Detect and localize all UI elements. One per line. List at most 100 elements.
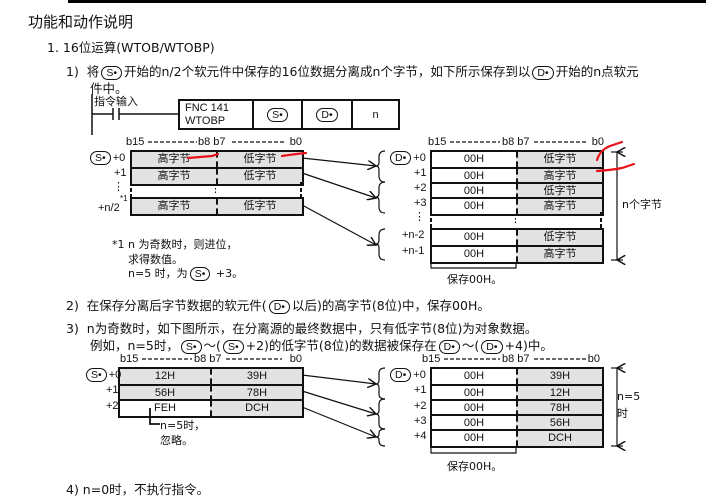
offset: +0 bbox=[112, 152, 126, 164]
save-00h-label: 保存00H。 bbox=[447, 273, 503, 286]
item-3: 3) n为奇数时，如下图所示，在分离源的最终数据中，只有低字节(8位)为对象数据… bbox=[66, 318, 537, 337]
text: n为奇数时，如下图所示，在分离源的最终数据中，只有低字节(8位)为对象数据。 bbox=[86, 321, 538, 336]
operand-d: D• bbox=[390, 151, 412, 165]
offset: +3 bbox=[414, 415, 427, 427]
cell: 高字节 bbox=[132, 169, 216, 184]
text: +4)中。 bbox=[504, 338, 553, 353]
offset: +1 bbox=[414, 167, 427, 179]
offset: +n-2 bbox=[402, 229, 425, 241]
instruction-input-label: 指令输入 bbox=[94, 95, 138, 108]
cell: 56H bbox=[120, 386, 210, 401]
cell: 12H bbox=[120, 369, 210, 384]
save-brackets bbox=[149, 263, 517, 454]
source-table-last: 高字节低字节 bbox=[130, 197, 304, 216]
cell: 00H bbox=[432, 199, 516, 214]
text: 将 bbox=[86, 64, 100, 79]
ignore-note: 忽略。 bbox=[160, 434, 193, 447]
cell: 00H bbox=[432, 369, 516, 384]
braces bbox=[375, 150, 386, 447]
subsection-title: 1. 16位运算(WTOB/WTOBP) bbox=[47, 40, 215, 55]
n-cell: n bbox=[372, 108, 379, 121]
cell: 低字节 bbox=[516, 230, 602, 245]
text: 在保存分离后字节数据的软元件( bbox=[86, 298, 267, 313]
operand-s: S• bbox=[180, 340, 202, 354]
offset: +0 bbox=[413, 152, 426, 164]
cell: 00H bbox=[432, 247, 516, 262]
cell: 高字节 bbox=[516, 169, 602, 184]
size-arrows bbox=[611, 152, 623, 446]
offset: +4 bbox=[414, 430, 427, 442]
red-annotations bbox=[186, 140, 636, 173]
operand-d: D• bbox=[268, 300, 290, 314]
cell: 高字节 bbox=[132, 199, 216, 214]
cell: 低字节 bbox=[516, 152, 602, 167]
src-op-label: S•+0 bbox=[88, 151, 125, 165]
save-00h-label: 保存00H。 bbox=[447, 460, 503, 473]
b8b7: b8 b7 bbox=[194, 353, 222, 365]
offset: +0 bbox=[108, 369, 122, 381]
cell: 低字节 bbox=[216, 199, 302, 214]
cell: DCH bbox=[516, 431, 602, 446]
offset: +n-1 bbox=[402, 245, 425, 257]
cell: 低字节 bbox=[516, 184, 602, 199]
dst-op-label: D•+0 bbox=[388, 151, 426, 165]
cell: 低字节 bbox=[216, 152, 302, 167]
offset: +3 bbox=[414, 197, 427, 209]
operand-d: D• bbox=[316, 107, 338, 122]
offset: +n/2 bbox=[98, 202, 120, 214]
operand-s: S• bbox=[222, 340, 244, 354]
text: ～( bbox=[461, 338, 480, 353]
operand-d: D• bbox=[438, 340, 460, 354]
offset: +2 bbox=[414, 400, 427, 412]
source-table: 高字节低字节 高字节低字节 bbox=[130, 150, 304, 186]
text: ～( bbox=[203, 338, 221, 353]
text: 例如，n=5时， bbox=[90, 338, 179, 353]
cell: 高字节 bbox=[516, 199, 602, 214]
text: +3。 bbox=[215, 267, 244, 280]
top-rule bbox=[68, 0, 706, 3]
table-row: 高字节低字节 bbox=[132, 167, 302, 184]
instruction-name: WTOBP bbox=[185, 115, 226, 127]
operand-d: D• bbox=[481, 340, 503, 354]
cell: FEH bbox=[120, 401, 210, 416]
vdots: ⋮ bbox=[414, 211, 425, 223]
cell: 00H bbox=[432, 386, 516, 401]
cell: 00H bbox=[432, 431, 516, 446]
offset: +1 bbox=[114, 167, 127, 179]
operand-s: S• bbox=[86, 368, 107, 382]
operand-d: D• bbox=[390, 368, 412, 382]
item-number: 1) bbox=[66, 64, 79, 79]
dst-op-label: D•+0 bbox=[388, 368, 426, 382]
fnc-number: FNC 141 bbox=[185, 102, 230, 114]
cell: 低字节 bbox=[216, 169, 302, 184]
header-dashes bbox=[130, 141, 602, 360]
s-cell: S• bbox=[254, 101, 303, 128]
text: n=5 时，为 bbox=[128, 267, 188, 280]
cell: 00H bbox=[432, 230, 516, 245]
b15: b15 bbox=[422, 353, 441, 365]
b8b7: b8 b7 bbox=[502, 353, 530, 365]
item-1-line2: 件中。 bbox=[90, 81, 128, 96]
table-row: 高字节低字节 bbox=[132, 199, 302, 214]
